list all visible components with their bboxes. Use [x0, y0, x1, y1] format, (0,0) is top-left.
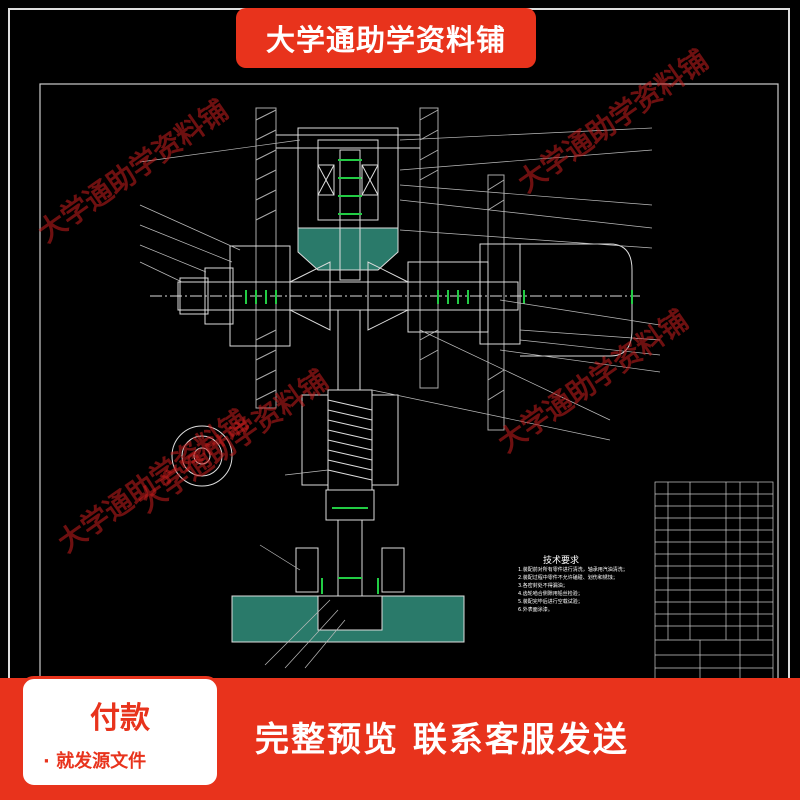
- tech-requirements-title: 技术要求: [543, 556, 580, 566]
- pay-subtitle: · 就发源文件: [43, 751, 147, 772]
- tech-note: 2.装配过程中零件不允许磕碰、划伤和锈蚀；: [518, 575, 618, 581]
- tech-note: 6.外表面涂漆。: [518, 607, 553, 613]
- tech-requirements-notes: 1.装配前对所有零件进行清洗，轴承用汽油清洗； 2.装配过程中零件不允许磕碰、划…: [518, 566, 628, 614]
- pay-title: 付款: [90, 701, 150, 736]
- tech-note: 4.齿轮啮合侧隙用铅丝检验；: [518, 591, 583, 597]
- footer-message: 完整预览 联系客服发送: [255, 720, 629, 760]
- tech-note: 5.装配完毕后进行空载试验；: [518, 599, 583, 605]
- pay-button[interactable]: 付款 · 就发源文件: [20, 676, 220, 788]
- tech-note: 3.各密封处不得漏油；: [518, 583, 568, 589]
- store-banner: 大学通助学资料铺: [236, 8, 536, 68]
- tech-note: 1.装配前对所有零件进行清洗，轴承用汽油清洗；: [518, 567, 628, 573]
- store-name: 大学通助学资料铺: [265, 23, 506, 57]
